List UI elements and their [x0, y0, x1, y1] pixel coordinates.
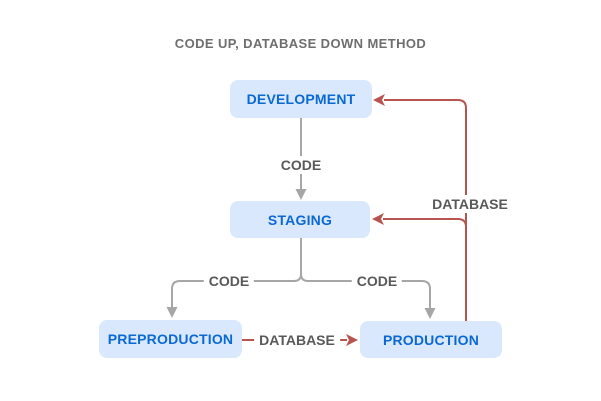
node-development-label: DEVELOPMENT — [246, 91, 356, 107]
edge-production-to-development-arrowhead — [373, 94, 385, 106]
node-preproduction-label: PREPRODUCTION — [107, 331, 234, 347]
edge-staging-to-preproduction-arrowhead — [166, 307, 178, 318]
edge-dev-to-staging-arrowhead — [295, 189, 307, 200]
node-production-label: PRODUCTION — [382, 331, 480, 348]
edge-label-code-staging-to-preproduction: CODE — [203, 272, 255, 290]
edge-production-to-staging-line — [383, 218, 467, 228]
diagram-title: CODE UP, DATABASE DOWN METHOD — [174, 36, 427, 51]
node-preproduction: PREPRODUCTION — [99, 320, 242, 358]
edge-label-database-preproduction-to-production: DATABASE — [254, 331, 340, 349]
edge-production-to-development-line — [384, 99, 467, 321]
node-staging: STAGING — [230, 201, 370, 238]
edge-preproduction-to-production-arrowhead — [346, 334, 358, 346]
node-production: PRODUCTION — [360, 321, 502, 358]
edge-production-to-staging-arrowhead — [372, 213, 384, 225]
node-staging-label: STAGING — [267, 211, 333, 228]
edge-staging-to-production-arrowhead — [424, 308, 436, 319]
edge-label-code-dev-to-staging: CODE — [275, 156, 327, 174]
edge-label-code-staging-to-production: CODE — [351, 272, 403, 290]
edge-label-database-riser: DATABASE — [427, 195, 513, 213]
edge-staging-to-production-line — [300, 273, 431, 309]
node-development: DEVELOPMENT — [230, 80, 372, 118]
